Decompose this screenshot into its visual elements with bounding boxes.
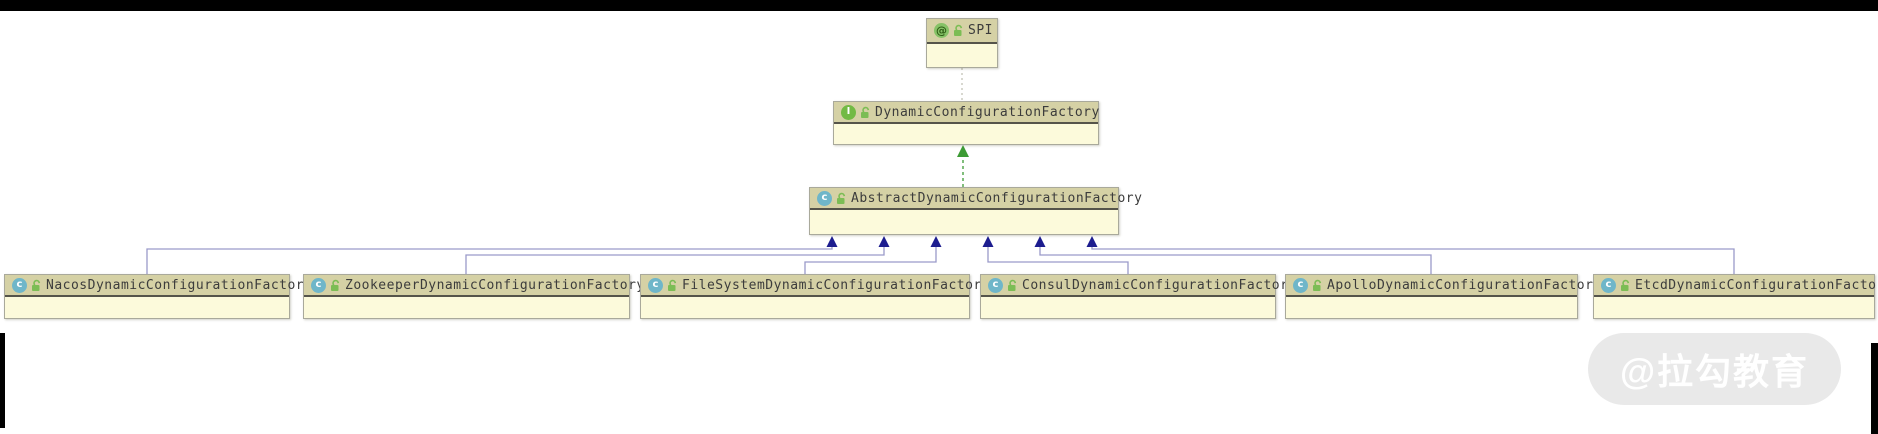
node-body [927,44,997,67]
class-name: ConsulDynamicConfigurationFactory [1022,277,1297,293]
watermark-badge: @拉勾教育 [1588,333,1841,405]
annotation-icon: @ [934,23,949,38]
unlocked-icon [1621,279,1630,291]
extends-edge-consul [987,247,1129,274]
class-node-dynamicconfigurationfactory[interactable]: I DynamicConfigurationFactory [833,101,1099,145]
class-name: AbstractDynamicConfigurationFactory [851,190,1143,206]
extends-arrow-6 [1086,236,1098,247]
node-body [810,210,1118,234]
node-header: c ConsulDynamicConfigurationFactory [981,275,1296,297]
class-node-zookeeperdynamicconfigurationfactory[interactable]: c ZookeeperDynamicConfigurationFactory [303,274,644,319]
extends-edge-apollo [1039,247,1432,274]
node-body [834,124,1098,144]
extends-arrow-3 [930,236,942,247]
node-body [1286,297,1577,318]
unlocked-icon [32,279,41,291]
unlocked-icon [861,106,870,118]
class-node-abstractdynamicconfigurationfactory[interactable]: c AbstractDynamicConfigurationFactory [809,187,1142,235]
unlocked-icon [837,192,846,204]
node-body [304,297,629,318]
extends-edge-nacos [146,247,833,274]
node-header: c ZookeeperDynamicConfigurationFactory [304,275,644,297]
class-icon: c [311,277,326,293]
class-name: DynamicConfigurationFactory [875,104,1100,120]
extends-arrow-2 [878,236,890,247]
extends-arrow-5 [1034,236,1046,247]
unlocked-icon [954,24,963,36]
class-name: ZookeeperDynamicConfigurationFactory [345,277,645,293]
class-icon: c [1601,277,1616,293]
class-icon: c [12,277,27,293]
node-header: @ SPI [927,19,997,44]
extends-arrow-4 [982,236,994,247]
node-body [5,297,289,318]
class-node-consuldynamicconfigurationfactory[interactable]: c ConsulDynamicConfigurationFactory [980,274,1296,319]
unlocked-icon [1313,279,1322,291]
class-node-etcddynamicconfigurationfactory[interactable]: c EtcdDynamicConfigurationFactory [1593,274,1878,319]
class-name: NacosDynamicConfigurationFactory [46,277,313,293]
class-icon: c [817,190,832,206]
interface-icon: I [841,104,856,120]
class-name: EtcdDynamicConfigurationFactory [1635,277,1878,293]
class-name: SPI [968,23,993,38]
node-body [1594,297,1874,318]
unlocked-icon [668,279,677,291]
right-black-strip [1871,343,1878,434]
extends-edge-etcd [1091,247,1735,274]
class-icon: c [988,277,1003,293]
class-node-filesystemdynamicconfigurationfactory[interactable]: c FileSystemDynamicConfigurationFactory [640,274,990,319]
extends-edge-filesystem [804,247,937,274]
extends-edge-zookeeper [465,247,885,274]
node-header: c NacosDynamicConfigurationFactory [5,275,312,297]
node-header: c ApolloDynamicConfigurationFactory [1286,275,1601,297]
implements-edge [957,145,969,187]
unlocked-icon [331,279,340,291]
unlocked-icon [1008,279,1017,291]
extends-arrow-1 [826,236,838,247]
class-name: FileSystemDynamicConfigurationFactory [682,277,991,293]
left-black-strip [0,333,5,428]
class-node-spi[interactable]: @ SPI [926,18,998,68]
node-header: c EtcdDynamicConfigurationFactory [1594,275,1878,297]
node-body [641,297,969,318]
node-header: I DynamicConfigurationFactory [834,102,1100,124]
class-icon: c [1293,277,1308,293]
class-name: ApolloDynamicConfigurationFactory [1327,277,1602,293]
class-icon: c [648,277,663,293]
node-body [981,297,1275,318]
class-node-nacosdynamicconfigurationfactory[interactable]: c NacosDynamicConfigurationFactory [4,274,312,319]
class-node-apollodynamicconfigurationfactory[interactable]: c ApolloDynamicConfigurationFactory [1285,274,1601,319]
watermark-text: @拉勾教育 [1619,351,1810,392]
top-black-bar [0,0,1878,11]
node-header: c AbstractDynamicConfigurationFactory [810,188,1142,210]
node-header: c FileSystemDynamicConfigurationFactory [641,275,990,297]
